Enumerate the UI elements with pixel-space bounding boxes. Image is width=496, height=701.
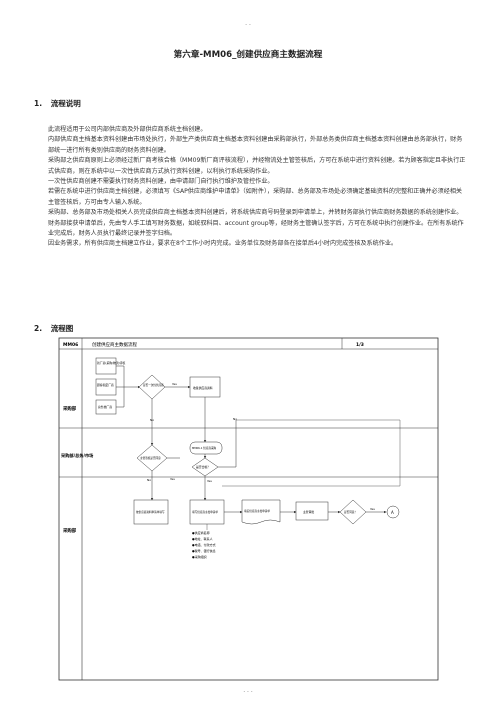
attachment-item: ●地址、联系人 — [192, 536, 213, 541]
header-dots: . . — [245, 20, 251, 27]
footer-dots: . . . — [243, 687, 253, 694]
node-text: 总务类厂商 — [98, 405, 112, 409]
process-manager-approval — [295, 501, 329, 521]
node-text: 依供应商资料申请单填写 — [136, 510, 165, 514]
connector-a — [386, 505, 400, 519]
process-fill-by-info — [133, 499, 169, 525]
attachment-item: ●税号、银行信息 — [192, 548, 216, 553]
edge-label: No — [150, 418, 154, 422]
node-text: 是否同意？ — [344, 510, 357, 514]
node-text: 填写供应商主档申请单 — [192, 510, 218, 514]
node-text: 收集供应商资料 — [193, 386, 213, 390]
edge-label: Yes — [172, 382, 177, 386]
section-heading-description: 1. 流程说明 — [34, 98, 81, 109]
lane-label: 采购部/总务/市场 — [61, 452, 94, 459]
connector — [116, 365, 125, 408]
document-application-form — [241, 499, 281, 525]
paragraph: 采购部、总务部及市场处相关人员完成供应商主档基本资料创建后，将系统供应商号码登录… — [48, 209, 464, 238]
attachment-item: ●供应商名称 — [192, 530, 210, 535]
section-number: 1. — [34, 99, 43, 108]
paragraph: 采购部之供应商原则上必须经过新厂商考核合格（MM09新厂商评核流程），并经物流处… — [48, 157, 466, 175]
edge-label: Yes — [207, 479, 212, 483]
node-text: 主管签核是否同意 — [140, 456, 161, 460]
flowchart-frame — [58, 337, 439, 681]
node-text: 顾客指定厂商 — [97, 383, 114, 387]
node-text: MM06-1 供应商采购 — [192, 446, 217, 450]
subprocess-mm06-1 — [189, 441, 223, 455]
decision-one-time — [138, 374, 166, 400]
node-text: 主管审批 — [303, 510, 314, 514]
connector — [218, 420, 237, 468]
attachment-item: ●电话、付款方式 — [192, 542, 216, 547]
section-label: 流程说明 — [50, 99, 81, 108]
lane-label: 采购部 — [62, 527, 77, 534]
attachment-item: ●采购组织 — [192, 554, 207, 559]
section-heading-flowchart: 2. 流程图 — [34, 323, 73, 334]
flow-page: 1/3 — [356, 342, 364, 348]
flow-code: MM06 — [63, 342, 78, 348]
edge-label: Yes — [370, 507, 375, 511]
paragraph: 一次性供应商创建不需要执行财务资料创建，由申请部门自行执行维护及管控作业。 — [48, 178, 274, 186]
paragraph: 内部供应商主档基本资料创建由市场处执行，外部生产类供应商主档基本资料创建由采购部… — [48, 136, 463, 154]
node-text: A — [391, 510, 394, 515]
paragraph: 若需在系统中进行供应商主档创建，必须填写《SAP供应商维护申请单》（如附件），采… — [48, 188, 463, 206]
edge-label: No — [233, 417, 237, 421]
start-box — [95, 378, 117, 396]
process-description: 此流程适用于公司内部供应商及外部供应商系统主档创建。 内部供应商主档基本资料创建… — [48, 125, 466, 250]
paragraph: 因业务需求，所有供应商主档建立作业，要求在8个工作小时内完成。业务单位及财务部各… — [48, 240, 398, 248]
node-text: 是否一次性供应商 — [143, 383, 164, 387]
paragraph: 此流程适用于公司内部供应商及外部供应商系统主档创建。 — [48, 126, 207, 133]
lane-label: 采购部 — [62, 405, 77, 412]
flow-name: 创建供应商主数据流程 — [92, 341, 137, 348]
node-text: 新厂商(采购/物流)评核 — [97, 361, 125, 365]
decision-agree — [339, 499, 367, 525]
section-number: 2. — [34, 324, 43, 333]
edge-label: No — [147, 478, 151, 482]
section-label: 流程图 — [50, 324, 74, 333]
edge-label: Yes — [170, 477, 175, 481]
node-text: 填妥供应商主档申请单 — [244, 509, 270, 513]
node-text: 是否合格？ — [196, 465, 210, 469]
page-title: 第六章-MM06_创建供应商主数据流程 — [173, 50, 323, 60]
